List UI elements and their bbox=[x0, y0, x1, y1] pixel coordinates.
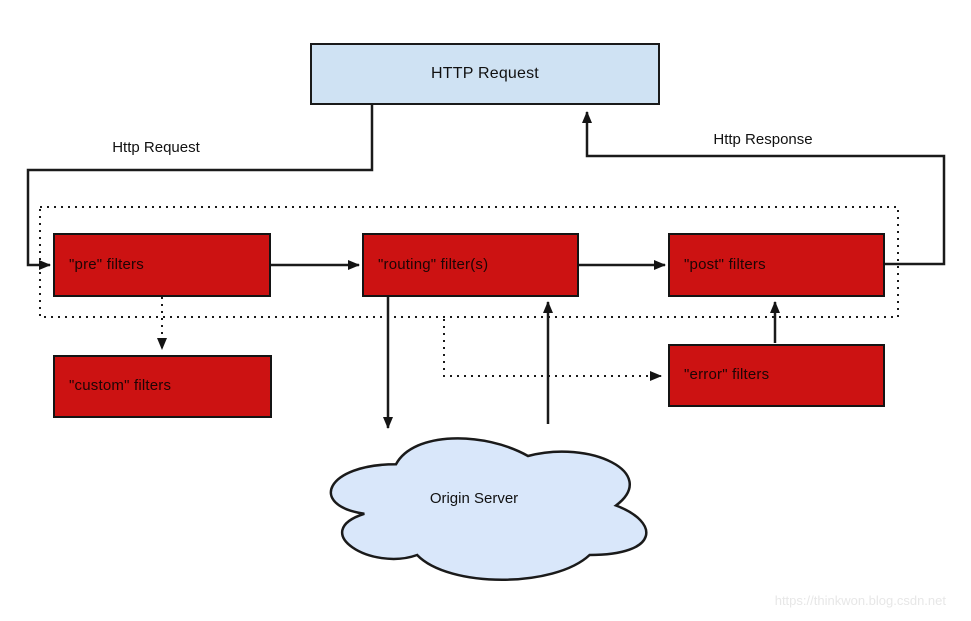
post-filters-box: "post" filters bbox=[668, 233, 885, 297]
http-request-box-label: HTTP Request bbox=[431, 65, 539, 83]
routing-filters-label: "routing" filter(s) bbox=[378, 255, 489, 273]
post-filters-label: "post" filters bbox=[684, 255, 766, 273]
routing-filters-box: "routing" filter(s) bbox=[362, 233, 579, 297]
custom-filters-box: "custom" filters bbox=[53, 355, 272, 418]
edge-to-error-dotted bbox=[443, 319, 662, 381]
watermark-url: https://thinkwon.blog.csdn.net bbox=[774, 593, 946, 608]
http-request-box: HTTP Request bbox=[310, 43, 660, 105]
origin-server-label: Origin Server bbox=[429, 490, 519, 507]
http-request-edge-label: Http Request bbox=[112, 139, 200, 156]
edge-http-response bbox=[582, 111, 946, 266]
error-filters-label: "error" filters bbox=[684, 366, 770, 384]
origin-server-cloud bbox=[329, 437, 648, 581]
pre-filters-label: "pre" filters bbox=[69, 255, 144, 273]
edge-http-request bbox=[26, 105, 374, 270]
error-filters-box: "error" filters bbox=[668, 344, 885, 407]
custom-filters-label: "custom" filters bbox=[69, 377, 172, 395]
http-response-edge-label: Http Response bbox=[713, 131, 813, 148]
filter-chain-dotted-boundary bbox=[39, 206, 899, 318]
pre-filters-box: "pre" filters bbox=[53, 233, 271, 297]
